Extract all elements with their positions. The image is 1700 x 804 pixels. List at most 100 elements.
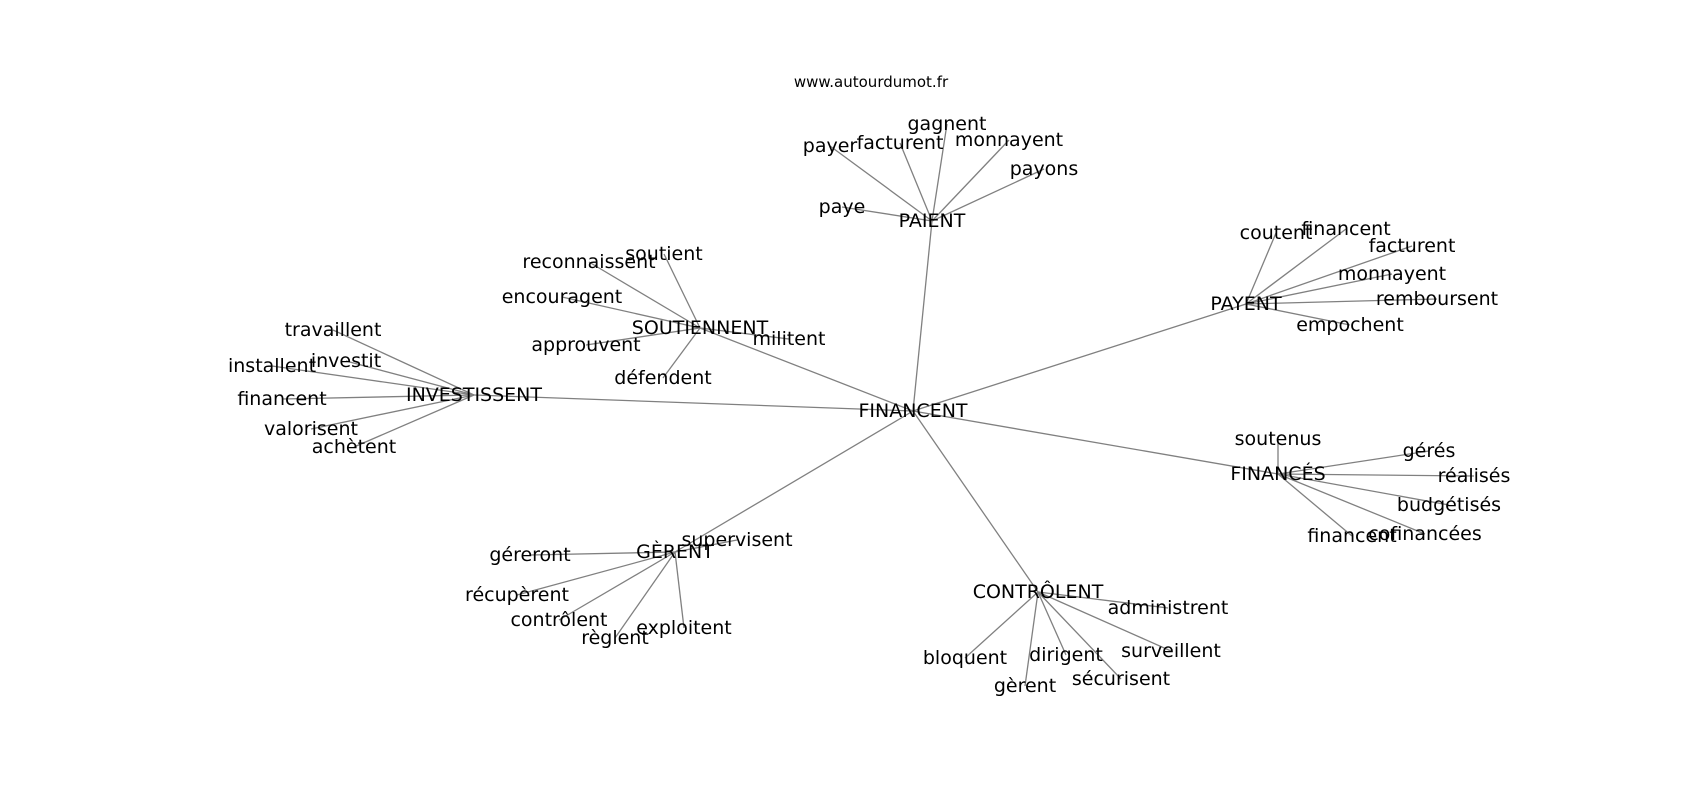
edge-hub-to-leaf [1245,245,1413,305]
edge-hub-to-leaf [353,394,475,448]
edge-hub-to-leaf [529,551,676,556]
edge-center-to-hub [912,303,1247,412]
leaf-word-node[interactable]: valorisent [264,418,358,440]
leaf-word-node[interactable]: empochent [1296,314,1404,336]
edge-center-to-hub [473,394,914,412]
edge-hub-to-leaf [558,551,676,621]
leaf-word-node[interactable]: défendent [614,367,711,389]
edge-hub-to-leaf [614,551,676,639]
edge-hub-to-leaf [1037,591,1172,652]
leaf-word-node[interactable]: achètent [312,436,396,458]
leaf-word-node[interactable]: monnayent [1338,263,1446,285]
leaf-word-node[interactable]: reconnaissent [522,251,655,273]
leaf-word-node[interactable]: financent [1301,218,1390,240]
leaf-word-node[interactable]: règlent [581,627,649,649]
leaf-word-node[interactable]: cofinancées [1368,523,1482,545]
edge-hub-to-leaf [1024,591,1039,687]
leaf-word-node[interactable]: approuvent [531,334,640,356]
edge-hub-to-leaf [516,551,676,596]
leaf-word-node[interactable]: gèrent [994,675,1056,697]
hub-word-node[interactable]: FINANCÉS [1230,462,1325,485]
leaf-word-node[interactable]: réalisés [1438,465,1511,487]
edge-hub-to-leaf [829,145,933,222]
hub-word-node[interactable]: SOUTIENNENT [632,317,769,339]
leaf-word-node[interactable]: investit [311,350,381,372]
leaf-word-node[interactable]: gérés [1403,440,1456,462]
edge-hub-to-leaf [310,394,475,430]
leaf-word-node[interactable]: coutent [1240,222,1313,244]
leaf-word-node[interactable]: payons [1010,158,1079,180]
leaf-word-node[interactable]: exploitent [636,617,731,639]
edge-center-to-hub [699,327,914,412]
leaf-word-node[interactable]: soutient [625,243,702,265]
edge-hub-to-leaf [699,327,790,340]
leaf-word-node[interactable]: supervisent [681,529,792,551]
leaf-word-node[interactable]: payer [803,135,858,157]
edge-hub-to-leaf [332,329,475,396]
leaf-word-node[interactable]: remboursent [1376,288,1498,310]
hub-word-node[interactable]: GÈRENT [636,540,714,563]
edge-hub-to-leaf [931,139,1010,222]
leaf-word-node[interactable]: travaillent [285,319,382,341]
leaf-word-node[interactable]: administrent [1108,597,1229,619]
leaf-word-node[interactable]: budgétisés [1397,494,1501,516]
edge-center-to-hub [912,220,933,412]
watermark-text: www.autourdumot.fr [793,73,949,91]
center-word-node[interactable]: FINANCENT [858,400,967,422]
leaf-word-node[interactable]: encouragent [502,286,623,308]
leaf-word-node[interactable]: installent [228,355,316,377]
hub-word-node[interactable]: CONTRÔLENT [973,579,1104,603]
edge-hub-to-leaf [662,327,701,379]
leaf-word-node[interactable]: facturent [857,132,944,154]
edge-hub-to-leaf [931,123,948,222]
edge-center-to-hub [912,410,1279,475]
edge-hub-to-leaf [281,394,475,400]
leaf-word-node[interactable]: monnayent [955,129,1063,151]
leaf-word-node[interactable]: géreront [489,544,570,566]
leaf-word-node[interactable]: militent [753,328,826,350]
edge-hub-to-leaf [674,551,685,629]
edge-hub-to-leaf [1277,450,1430,475]
leaf-word-node[interactable]: récupèrent [465,584,569,606]
leaf-word-node[interactable]: contrôlent [510,609,607,631]
hub-word-node[interactable]: INVESTISSENT [406,384,542,406]
leaf-word-node[interactable]: paye [819,196,866,218]
edge-hub-to-leaf [1245,298,1438,305]
edge-hub-to-leaf [1245,273,1393,305]
hub-word-node[interactable]: PAYENT [1210,293,1282,315]
leaf-word-node[interactable]: financent [1307,525,1396,547]
edge-hub-to-leaf [964,591,1039,659]
edge-hub-to-leaf [841,206,933,222]
edge-center-to-hub [912,410,1039,593]
leaf-word-node[interactable]: gagnent [908,113,987,135]
leaf-word-node[interactable]: sécurisent [1072,668,1170,690]
edge-hub-to-leaf [1037,591,1122,680]
edge-hub-to-leaf [561,296,701,329]
edge-hub-to-leaf [1037,591,1067,656]
edge-hub-to-leaf [899,142,933,222]
leaf-word-node[interactable]: surveillent [1121,640,1221,662]
edge-hub-to-leaf [1245,232,1277,305]
leaf-word-node[interactable]: bloquent [923,647,1007,669]
edge-center-to-hub [674,410,914,553]
edge-hub-to-leaf [588,261,701,329]
edge-layer [271,123,1475,687]
leaf-word-node[interactable]: soutenus [1235,428,1322,450]
leaf-word-node[interactable]: facturent [1369,235,1456,257]
hub-word-node[interactable]: PAIENT [899,210,966,232]
edge-hub-to-leaf [271,365,475,396]
edge-hub-to-leaf [1037,591,1169,609]
edge-hub-to-leaf [1245,303,1351,326]
leaf-word-node[interactable]: financent [237,388,326,410]
edge-hub-to-leaf [663,253,701,329]
edge-hub-to-leaf [1277,473,1475,477]
edge-hub-to-leaf [345,360,475,396]
edge-hub-to-leaf [1245,228,1347,305]
leaf-word-node[interactable]: dirigent [1029,644,1103,666]
edge-hub-to-leaf [1277,473,1450,506]
edge-hub-to-leaf [585,327,701,346]
edge-hub-to-leaf [674,539,738,553]
